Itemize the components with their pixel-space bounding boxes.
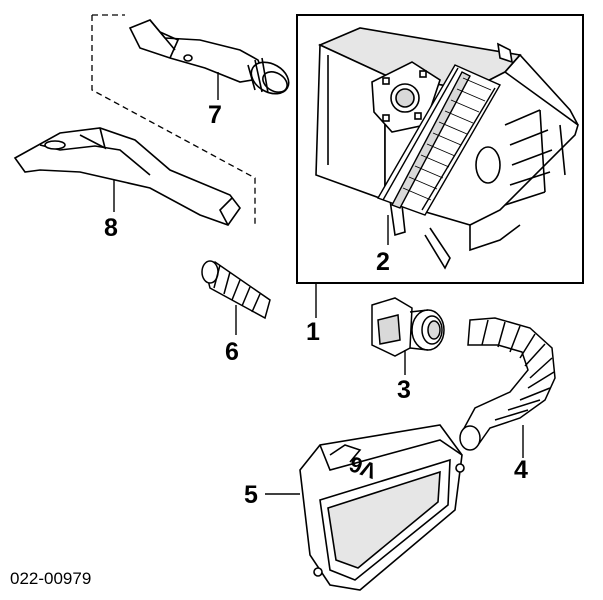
assembly-group-box <box>296 14 584 284</box>
callout-5: 5 <box>244 481 258 509</box>
intake-duct <box>128 19 290 95</box>
lower-housing: V6 <box>299 424 465 591</box>
air-filter-element <box>376 64 501 216</box>
callout-1: 1 <box>306 318 320 346</box>
resonator-duct <box>13 127 241 226</box>
leader-lines <box>113 72 524 495</box>
dashed-outline <box>91 14 256 225</box>
document-number: 022-00979 <box>10 569 92 588</box>
callout-4: 4 <box>514 456 528 484</box>
callout-6: 6 <box>225 338 239 366</box>
mass-air-flow-sensor <box>371 297 445 357</box>
callout-7: 7 <box>208 101 222 129</box>
callout-3: 3 <box>397 376 411 404</box>
callout-2: 2 <box>376 248 390 276</box>
callout-8: 8 <box>104 214 118 242</box>
small-hose <box>201 260 271 320</box>
flexible-air-duct <box>459 317 556 451</box>
